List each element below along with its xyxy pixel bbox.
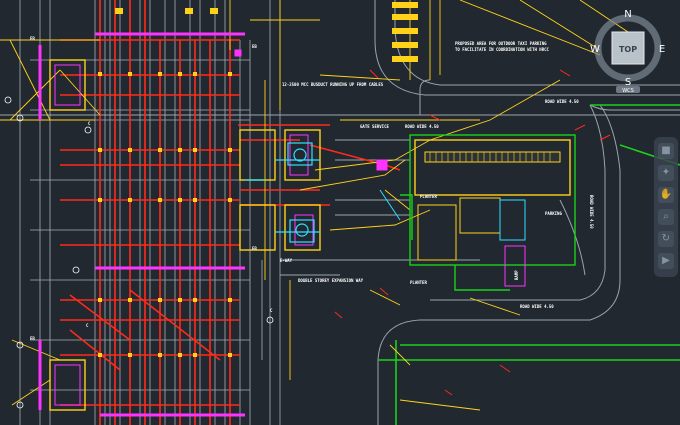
compass-north[interactable]: N bbox=[624, 9, 631, 20]
road-width-2: ROAD WIDE 4.50 bbox=[589, 195, 594, 229]
grid-bubbles bbox=[4, 96, 274, 409]
tag-2: EB bbox=[30, 336, 35, 341]
tag-4: EB bbox=[252, 246, 257, 251]
navigation-bar: ■ ✦ ✋ ⌕ ↻ ▶ bbox=[654, 137, 678, 277]
compass-west[interactable]: W bbox=[590, 44, 600, 55]
magenta-equipment bbox=[54, 49, 388, 406]
column-label-1: C bbox=[86, 323, 89, 328]
column-label-2: C bbox=[270, 308, 273, 313]
compass-south[interactable]: S bbox=[625, 77, 631, 88]
ucs-label: WCS bbox=[622, 88, 634, 94]
note-parking-area-2: TO FACILITATE IN COORDINATION WITH NRCC bbox=[455, 47, 550, 52]
eway-label: E-WAY bbox=[280, 258, 293, 263]
text-annotations: PROPOSED AREA FOR OUTDOOR TAXI PARKING T… bbox=[30, 36, 594, 341]
ramp-label: RAMP bbox=[514, 270, 519, 280]
showmotion-icon[interactable]: ▶ bbox=[658, 253, 674, 269]
viewcube-top-face[interactable] bbox=[611, 31, 645, 65]
road-width-4: ROAD WIDE 4.50 bbox=[405, 124, 439, 129]
note-busduct: 12-2500 MCC BUSDUCT RUNNING UP FROM CABL… bbox=[282, 82, 384, 87]
column-markers bbox=[98, 72, 232, 357]
tag-1: EB bbox=[30, 36, 35, 41]
compass-east[interactable]: E bbox=[659, 44, 665, 55]
steering-wheel-icon[interactable]: ✦ bbox=[658, 165, 674, 181]
ucs-menu[interactable] bbox=[616, 86, 640, 93]
column-label-3: C bbox=[88, 121, 91, 126]
tag-3: EB bbox=[252, 44, 257, 49]
road-width-3: ROAD WIDE 4.50 bbox=[520, 304, 554, 309]
property-boundary bbox=[378, 104, 680, 425]
cyan-equipment bbox=[245, 142, 320, 243]
compass-ring[interactable] bbox=[594, 14, 662, 82]
orbit-icon[interactable]: ↻ bbox=[658, 231, 674, 247]
planter-label-1: PLANTER bbox=[420, 194, 437, 199]
viewcube-face-label: TOP bbox=[619, 45, 637, 54]
magenta-busbars bbox=[38, 32, 245, 417]
substation-building bbox=[379, 134, 576, 291]
navbar-close-icon[interactable]: ■ bbox=[658, 143, 674, 159]
cross-label: DOUBLE STOREY EXPANSION WAY bbox=[298, 278, 364, 283]
yellow-equipment-blocks bbox=[115, 2, 418, 62]
gate-label: GATE SERVICE bbox=[360, 124, 389, 129]
zoom-icon[interactable]: ⌕ bbox=[658, 209, 674, 225]
note-parking-area: PROPOSED AREA FOR OUTDOOR TAXI PARKING bbox=[455, 41, 547, 46]
cable-trays-red bbox=[60, 0, 401, 425]
road-width-1: ROAD WIDE 4.50 bbox=[545, 99, 579, 104]
callout-marks bbox=[334, 69, 611, 396]
pan-icon[interactable]: ✋ bbox=[658, 187, 674, 203]
planter-label-2: PLANTER bbox=[410, 280, 427, 285]
parking-label: PARKING bbox=[545, 211, 562, 216]
viewcube[interactable]: TOP N S E W WCS bbox=[590, 8, 666, 94]
